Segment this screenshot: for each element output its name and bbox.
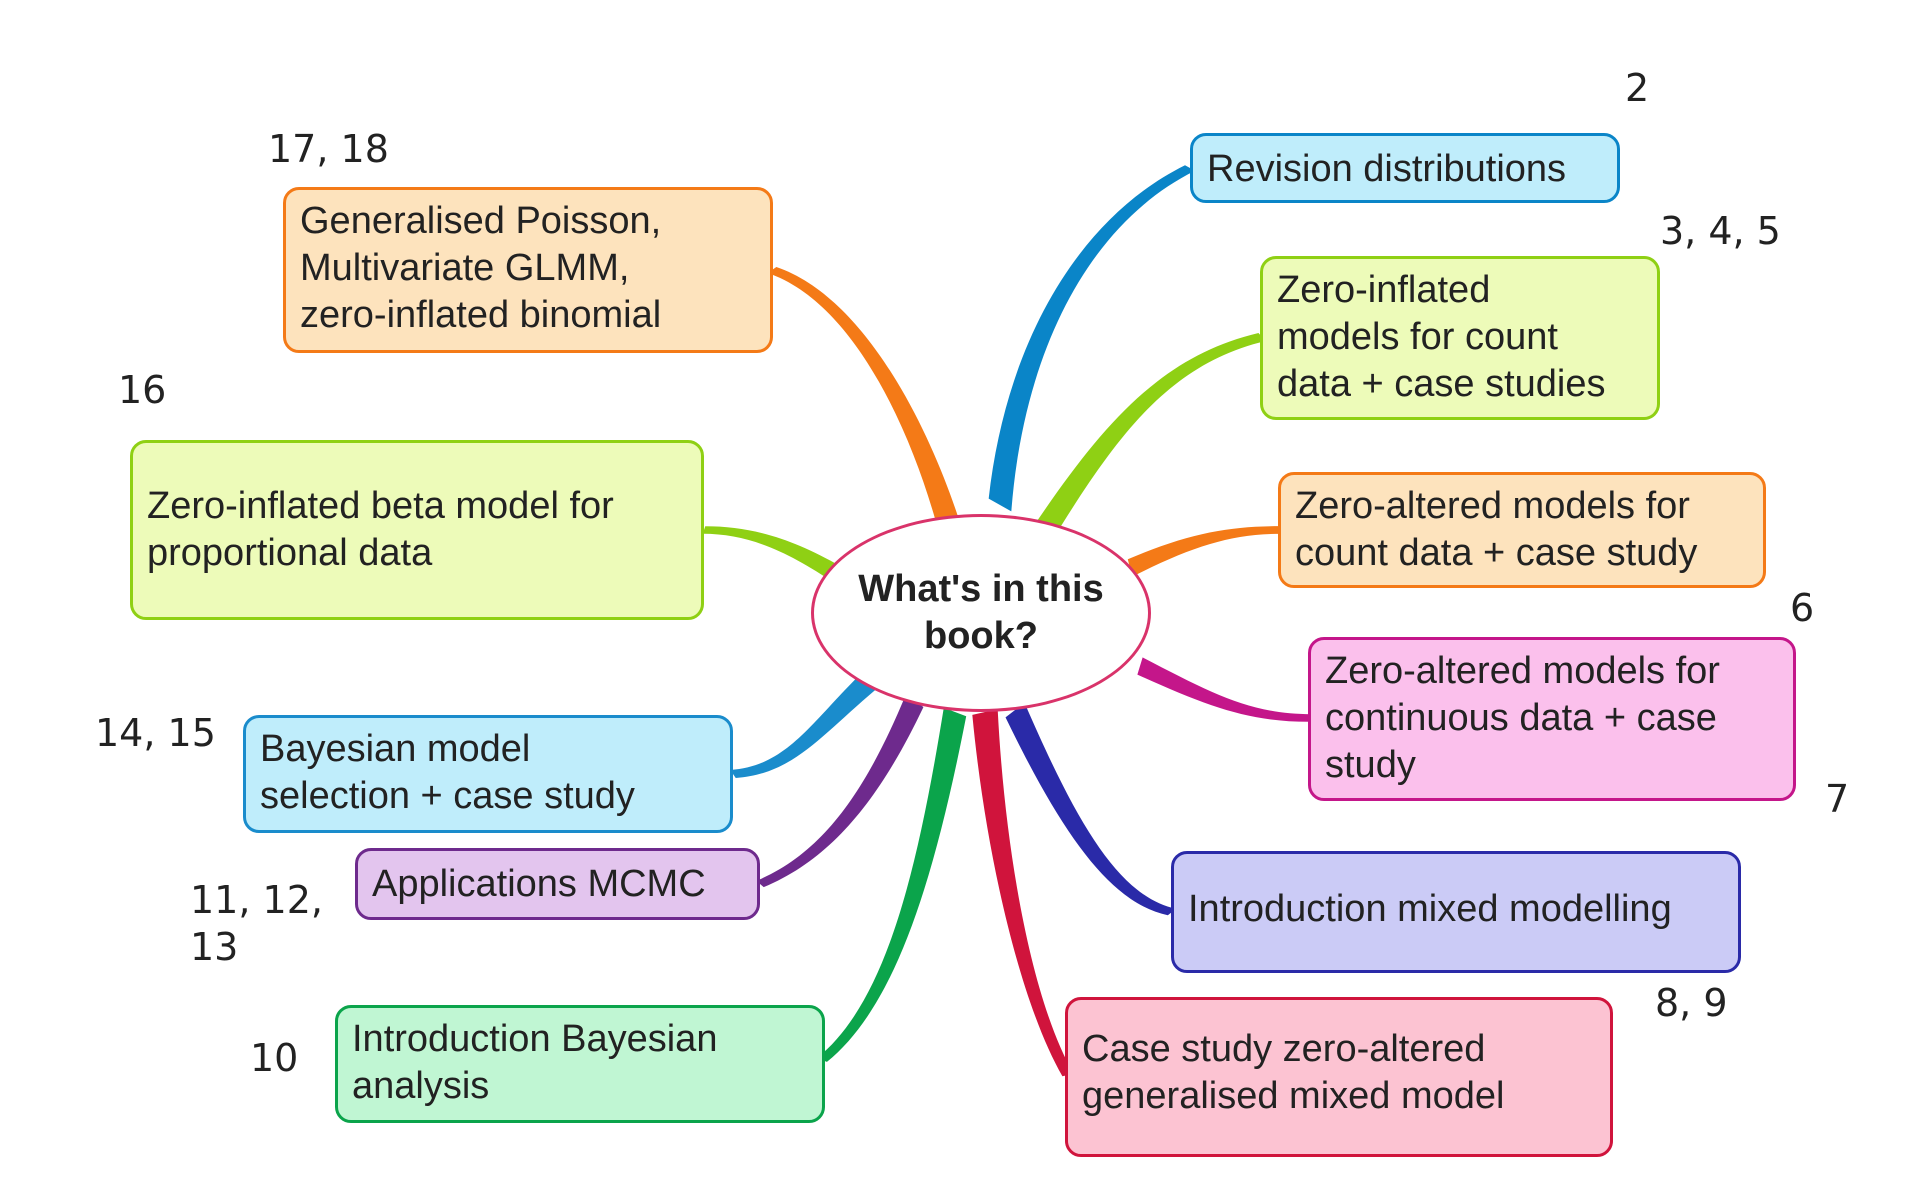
chapter-label-applications-mcmc: 11, 12, 13 xyxy=(190,878,323,969)
chapter-label-introduction-mixed-modelling: 8, 9 xyxy=(1655,981,1728,1025)
chapter-label-generalised-poisson-multivariate: 17, 18 xyxy=(268,127,389,171)
topic-zero-inflated-beta-model: Zero-inflated beta model for proportiona… xyxy=(130,440,704,620)
branch-4 xyxy=(1005,702,1177,916)
branch-6 xyxy=(817,707,967,1062)
chapter-label-zero-inflated-beta-model: 16 xyxy=(118,368,167,412)
central-topic: What's in this book? xyxy=(811,514,1151,712)
topic-zero-altered-continuous-models: Zero-altered models for continuous data … xyxy=(1308,637,1796,801)
chapter-label-zero-inflated-count-models: 3, 4, 5 xyxy=(1660,209,1781,253)
topic-generalised-poisson-multivariate: Generalised Poisson, Multivariate GLMM, … xyxy=(283,187,773,353)
topic-zero-inflated-count-models: Zero-inflated models for count data + ca… xyxy=(1260,256,1660,420)
branch-9 xyxy=(702,526,841,584)
branch-7 xyxy=(756,692,924,888)
branch-3 xyxy=(1137,657,1312,722)
topic-applications-mcmc: Applications MCMC xyxy=(355,848,760,920)
topic-bayesian-model-selection: Bayesian model selection + case study xyxy=(243,715,733,833)
topic-revision-distributions: Revision distributions xyxy=(1190,133,1620,203)
chapter-label-zero-altered-count-models: 6 xyxy=(1790,586,1815,630)
branch-0 xyxy=(988,165,1195,512)
topic-zero-altered-count-models: Zero-altered models for count data + cas… xyxy=(1278,472,1766,588)
branch-5 xyxy=(972,709,1074,1077)
topic-introduction-mixed-modelling: Introduction mixed modelling xyxy=(1171,851,1741,973)
branch-1 xyxy=(1037,333,1266,539)
chapter-label-bayesian-model-selection: 14, 15 xyxy=(95,711,216,755)
branch-10 xyxy=(767,266,958,530)
topic-introduction-bayesian-analysis: Introduction Bayesian analysis xyxy=(335,1005,825,1123)
chapter-label-introduction-bayesian-analysis: 10 xyxy=(250,1036,299,1080)
topic-case-study-zero-altered-gmm: Case study zero-altered generalised mixe… xyxy=(1065,997,1613,1157)
branch-2 xyxy=(1127,526,1281,577)
chapter-label-zero-altered-continuous-models: 7 xyxy=(1825,777,1850,821)
branch-8 xyxy=(730,670,877,778)
chapter-label-revision-distributions: 2 xyxy=(1625,66,1650,110)
